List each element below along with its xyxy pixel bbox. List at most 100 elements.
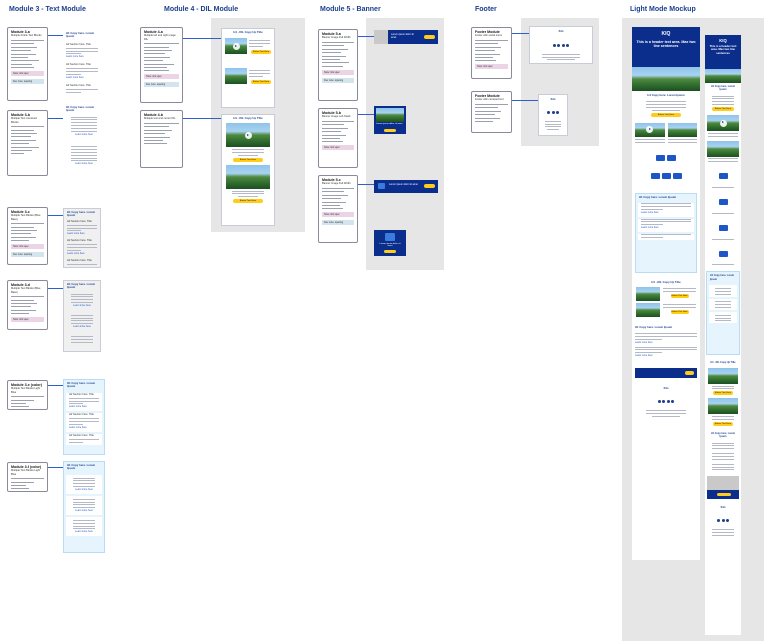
spec-title: Module 3-d — [11, 283, 30, 287]
spec-card-5b[interactable]: Module 5-b Banner Image Left Stack Note:… — [318, 108, 358, 168]
dil-button[interactable]: Button Text Here — [251, 49, 271, 54]
connector — [48, 385, 63, 386]
instagram-icon[interactable] — [725, 519, 729, 523]
banner-5a[interactable]: Lorem ipsum dolor sit amet — [374, 30, 438, 44]
section-title-dil-module: Module 4 - DIL Module — [164, 6, 239, 13]
preview-4b: H1 - DIL Copy Up Title Button Text Here … — [221, 114, 275, 226]
connector — [183, 118, 221, 119]
preview-3c: H1 Copy here. Lorem Ipsum H2 Section her… — [63, 208, 101, 268]
connector — [48, 467, 63, 468]
facebook-icon[interactable] — [553, 44, 557, 47]
mockup-logo: KIQ — [661, 31, 671, 37]
spec-card-5c[interactable]: Module 5-c Banner Image Full Width Note:… — [318, 175, 358, 243]
facebook-icon[interactable] — [658, 400, 662, 404]
connector — [48, 288, 63, 289]
spec-subtitle: Multiple Text Blocks Light Blue — [11, 469, 41, 476]
laptop-icon — [378, 183, 385, 189]
facebook-icon[interactable] — [547, 111, 551, 114]
spec-subtitle: Banner Image Full Width — [322, 182, 351, 186]
spec-title: Module 3-c — [11, 210, 30, 214]
dil-button[interactable]: Button Text Here — [251, 79, 271, 84]
spec-title: Module 5-c — [322, 178, 341, 182]
spec-card-5a[interactable]: Module 5-a Banner Image Full Width Note:… — [318, 29, 358, 101]
spec-subtitle: Footer with centered text — [475, 98, 504, 102]
spec-title: Module 5-b — [322, 111, 341, 115]
section-title-footer: Footer — [475, 6, 497, 13]
banner-button[interactable] — [384, 250, 396, 253]
spec-subtitle: Multiple Text Blocks (Blue Base) — [11, 214, 41, 221]
play-icon[interactable] — [646, 126, 654, 134]
banner-panel-background — [366, 18, 444, 270]
spec-card-4a[interactable]: Module 4-a Multiple left and right image… — [140, 27, 183, 103]
spec-card-3a[interactable]: Module 3-a Multiple Article Text Blocks … — [7, 27, 48, 101]
connector — [512, 33, 529, 34]
spec-card-footer-b[interactable]: Footer Module Footer with centered text — [471, 91, 512, 133]
banner-5c[interactable]: Lorem ipsum dolor sit amet — [374, 180, 438, 193]
preview-link[interactable]: Learn more here — [66, 55, 84, 59]
preview-link[interactable]: Learn more here — [75, 162, 93, 166]
twitter-icon[interactable] — [721, 519, 725, 523]
spec-title: Module 3-e (color) — [11, 383, 42, 387]
spec-subtitle: Footer with social icons — [475, 34, 502, 38]
banner-5c-stacked[interactable]: Lorem ipsum dolor sit amet — [374, 230, 406, 256]
instagram-icon[interactable] — [561, 44, 565, 47]
linkedin-icon[interactable] — [565, 44, 569, 47]
instagram-icon[interactable] — [666, 400, 670, 404]
instagram-icon[interactable] — [555, 111, 559, 114]
desktop-mockup: KIQ This is a header text area. Max two … — [632, 27, 700, 560]
preview-heading: H1 Copy here. Lorem Ipsum — [66, 31, 95, 39]
twitter-icon[interactable] — [551, 111, 555, 114]
facebook-icon[interactable] — [717, 519, 721, 523]
spec-card-3e[interactable]: Module 3-e (color) Multiple Text Blocks … — [7, 380, 48, 410]
mockup-hero-text: This is a header text area. Max two line… — [636, 40, 696, 49]
spec-subtitle: Multiple left and right image DIL — [144, 34, 176, 41]
spec-title: Module 3-a — [11, 30, 30, 34]
spec-card-3f[interactable]: Module 3-f (color) Multiple Text Blocks … — [7, 462, 48, 492]
dil-button[interactable]: Button Text Here — [233, 157, 263, 162]
dil-image — [226, 164, 270, 189]
spec-note-pink: Note: link spec — [11, 71, 44, 77]
spec-title: Module 4-a — [144, 30, 163, 34]
dil-image — [226, 123, 270, 148]
spec-subtitle: Multiple Text Blocks (Blue Base) — [11, 287, 41, 294]
spec-title: Module 3-b — [11, 113, 30, 117]
preview-link[interactable]: Learn more here — [75, 132, 93, 136]
preview-link[interactable]: Learn more here — [66, 76, 84, 79]
preview-3f: H1 Copy here. Lorem Ipsum Learn more her… — [63, 461, 105, 553]
play-icon[interactable] — [232, 42, 240, 50]
spec-subtitle: Multiple Article Text Blocks — [11, 34, 42, 38]
spec-card-footer-a[interactable]: Footer Module Footer with social icons N… — [471, 27, 512, 79]
banner-button[interactable] — [424, 184, 435, 188]
preview-3b: H1 Copy here. Lorem Ipsum Learn more her… — [63, 104, 105, 178]
spec-title: Module 4-b — [144, 113, 163, 117]
section-title-banner: Module 5 - Banner — [320, 6, 381, 13]
preview-3d: H1 Copy here. Lorem Ipsum Learn more her… — [63, 280, 101, 352]
linkedin-icon[interactable] — [670, 400, 674, 404]
mockup-header: KIQ This is a header text area. Max two … — [632, 27, 700, 67]
spec-card-3d[interactable]: Module 3-d Multiple Text Blocks (Blue Ba… — [7, 280, 48, 330]
spec-card-3c[interactable]: Module 3-c Multiple Text Blocks (Blue Ba… — [7, 207, 48, 265]
preview-3a: H1 Copy here. Lorem Ipsum H2 Section her… — [63, 30, 101, 96]
connector — [512, 100, 538, 101]
play-icon[interactable] — [719, 119, 727, 127]
play-icon[interactable] — [244, 131, 252, 139]
banner-button[interactable] — [424, 35, 435, 39]
mockup-cta-button[interactable]: Button Text Here — [651, 112, 681, 117]
footer-logo: Kin — [558, 29, 564, 33]
banner-5b[interactable]: Lorem ipsum dolor sit amet — [374, 106, 406, 134]
footer-preview-b: Kin — [538, 94, 568, 136]
twitter-icon[interactable] — [662, 400, 666, 404]
dil-button[interactable]: Button Text Here — [233, 199, 263, 204]
connector — [358, 184, 374, 185]
connector — [48, 118, 63, 119]
spec-subtitle: Multiple text and center DIL — [144, 117, 176, 121]
spec-card-3b[interactable]: Module 3-b Multiple Text Centered Blocks — [7, 110, 48, 176]
connector — [183, 38, 221, 39]
dil-image — [225, 68, 247, 85]
spec-title: Footer Module — [475, 94, 500, 98]
twitter-icon[interactable] — [557, 44, 561, 47]
banner-button[interactable] — [384, 129, 396, 132]
dil-image — [225, 38, 247, 55]
section-title-light-mode-mockup: Light Mode Mockup — [630, 6, 696, 13]
spec-card-4b[interactable]: Module 4-b Multiple text and center DIL — [140, 110, 183, 168]
